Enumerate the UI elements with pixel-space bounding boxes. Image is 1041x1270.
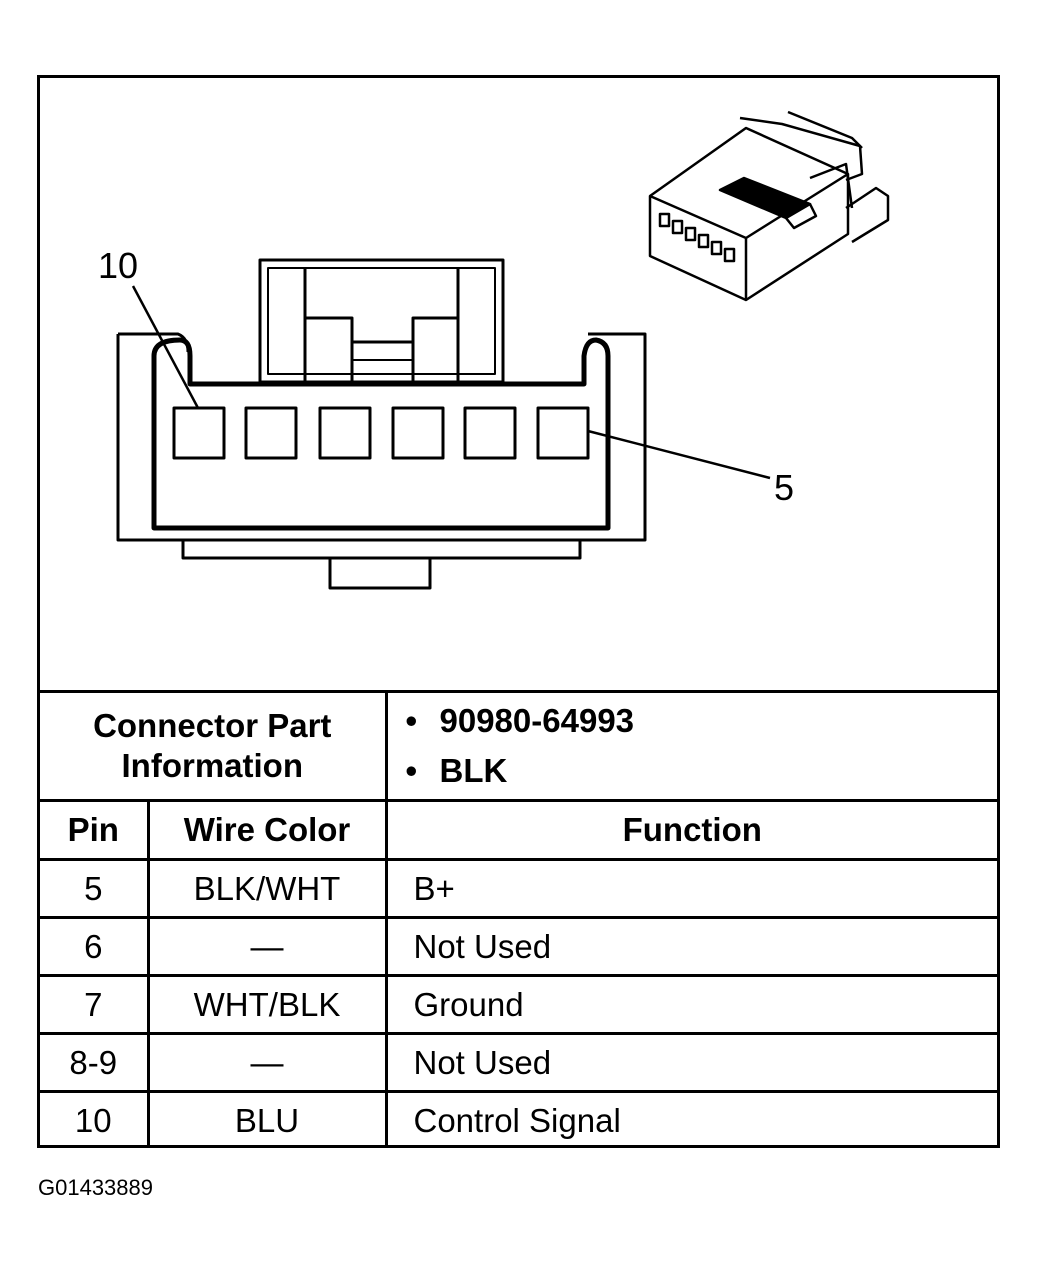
pin-6 [463, 406, 517, 460]
leader-line-10 [131, 285, 200, 409]
cell-pin: 7 [40, 974, 150, 1035]
connector-3d-view [648, 110, 890, 302]
cell-pin: 5 [40, 858, 150, 919]
table-row: 5 BLK/WHT B+ [40, 858, 997, 919]
cell-function: Ground [384, 974, 997, 1035]
pin-5 [536, 406, 590, 460]
table-row: 7 WHT/BLK Ground [40, 974, 997, 1035]
table-row: 8-9 — Not Used [40, 1032, 997, 1093]
cell-wire: BLU [146, 1090, 388, 1148]
connector-part-info-label: Connector Part Information [40, 690, 388, 802]
pin-8 [318, 406, 372, 460]
table-row: 6 — Not Used [40, 916, 997, 977]
connector-body [116, 332, 647, 590]
cell-function: Control Signal [384, 1090, 997, 1148]
cell-function: Not Used [384, 1032, 997, 1093]
cell-wire: — [146, 916, 388, 977]
label-pin-5: 5 [774, 467, 794, 508]
connector-diagram: 10 5 [98, 110, 890, 590]
pin-10 [172, 406, 226, 460]
cell-wire: WHT/BLK [146, 974, 388, 1035]
connector-info-table: Connector Part Information 90980-64993 B… [40, 690, 997, 1148]
cell-wire: BLK/WHT [146, 858, 388, 919]
connector-color: BLK [406, 746, 998, 796]
table-row: 10 BLU Control Signal [40, 1090, 997, 1148]
cell-wire: — [146, 1032, 388, 1093]
header-function: Function [384, 799, 997, 861]
figure-frame: 10 5 Connector Part Information 90980-64… [37, 75, 1000, 1148]
cell-function: B+ [384, 858, 997, 919]
connector-latch [258, 258, 505, 384]
part-number: 90980-64993 [406, 696, 998, 746]
figure-id: G01433889 [38, 1175, 153, 1200]
connector-part-info-values: 90980-64993 BLK [384, 690, 998, 802]
pin-9 [244, 406, 298, 460]
cell-pin: 8-9 [40, 1032, 150, 1093]
cell-pin: 10 [40, 1090, 150, 1148]
cell-pin: 6 [40, 916, 150, 977]
leader-line-5 [587, 429, 771, 480]
label-pin-10: 10 [98, 245, 138, 286]
header-wire-color: Wire Color [146, 799, 388, 861]
header-pin: Pin [40, 799, 150, 861]
table-header-row: Pin Wire Color Function [40, 799, 997, 861]
cell-function: Not Used [384, 916, 997, 977]
pin-7 [391, 406, 445, 460]
connector-pins [172, 406, 590, 460]
